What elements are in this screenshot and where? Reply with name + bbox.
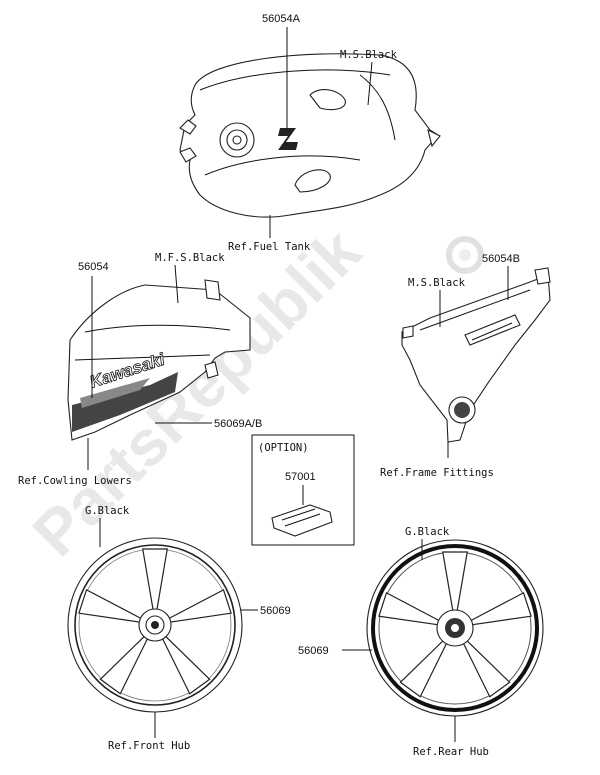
- cowling-group: Kawasaki: [67, 279, 251, 441]
- option-box-title: (OPTION): [258, 442, 309, 454]
- option-part-number: 57001: [285, 471, 316, 483]
- front-wheel-ref-label: Ref.Front Hub: [108, 740, 190, 752]
- rear-wheel: [366, 539, 544, 717]
- fuel-tank-group: [179, 53, 441, 218]
- frame-cover-part-number: 56054B: [482, 253, 520, 265]
- z-emblem: [278, 128, 298, 150]
- frame-cover-group: [401, 267, 551, 443]
- option-part-drawing: [271, 504, 333, 537]
- fuel-tank-part-number: 56054A: [262, 13, 301, 25]
- cowling-ref-label: Ref.Cowling Lowers: [18, 475, 132, 487]
- gear-watermark-icon: [446, 236, 484, 274]
- cowling-decal-part-number: 56069A/B: [214, 418, 262, 430]
- fuel-tank-ref-label: Ref.Fuel Tank: [228, 241, 311, 253]
- front-wheel-part-number: 56069: [260, 605, 291, 617]
- frame-cover-ref-label: Ref.Frame Fittings: [380, 467, 494, 479]
- rear-wheel-ref-label: Ref.Rear Hub: [413, 746, 489, 758]
- front-wheel-color-label: G.Black: [85, 505, 130, 517]
- fuel-tank-outline: [179, 53, 439, 218]
- frame-cover-color-label: M.S.Black: [408, 277, 466, 289]
- front-wheel: [67, 537, 243, 713]
- fuel-tank-color-label: M.S.Black: [340, 49, 398, 61]
- cowling-part-number: 56054: [78, 261, 109, 273]
- frame-cover-outline: [401, 274, 551, 443]
- option-box: [251, 434, 355, 546]
- rear-wheel-color-label: G.Black: [405, 526, 450, 538]
- cowling-color-label: M.F.S.Black: [155, 252, 225, 264]
- rear-wheel-part-number: 56069: [298, 645, 329, 657]
